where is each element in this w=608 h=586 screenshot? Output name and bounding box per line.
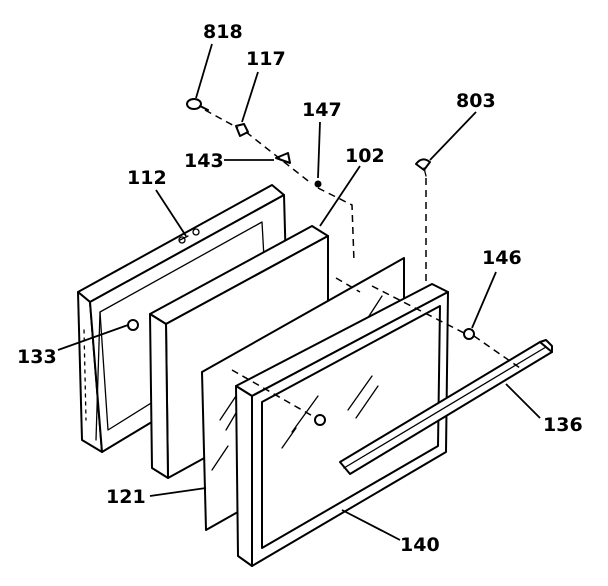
part-147-pin [314, 180, 322, 188]
callout-818: 818 [203, 21, 243, 43]
part-133-bumper [127, 319, 139, 331]
callout-143: 143 [184, 150, 224, 172]
part-143-bumper [275, 152, 291, 164]
callout-136: 136 [543, 414, 583, 436]
callout-140: 140 [400, 534, 440, 556]
part-146-bumper [463, 328, 475, 340]
callout-803: 803 [456, 90, 496, 112]
callout-102: 102 [345, 145, 385, 167]
part-frame-bumper [314, 414, 326, 426]
assembly-lines [204, 109, 521, 419]
part-136-handle [339, 339, 553, 475]
callout-labels: 818 117 147 803 143 102 112 146 133 136 … [17, 21, 583, 556]
part-140-door-frame [235, 283, 449, 567]
callout-112: 112 [127, 167, 167, 189]
part-117-hinge-clip [235, 123, 249, 137]
callout-133: 133 [17, 346, 57, 368]
leader-lines [57, 43, 541, 541]
callout-117: 117 [246, 48, 286, 70]
part-803-screw [415, 158, 431, 177]
callout-146: 146 [482, 247, 522, 269]
part-818-screw [186, 98, 209, 111]
callout-147: 147 [302, 99, 342, 121]
callout-121: 121 [106, 486, 146, 508]
